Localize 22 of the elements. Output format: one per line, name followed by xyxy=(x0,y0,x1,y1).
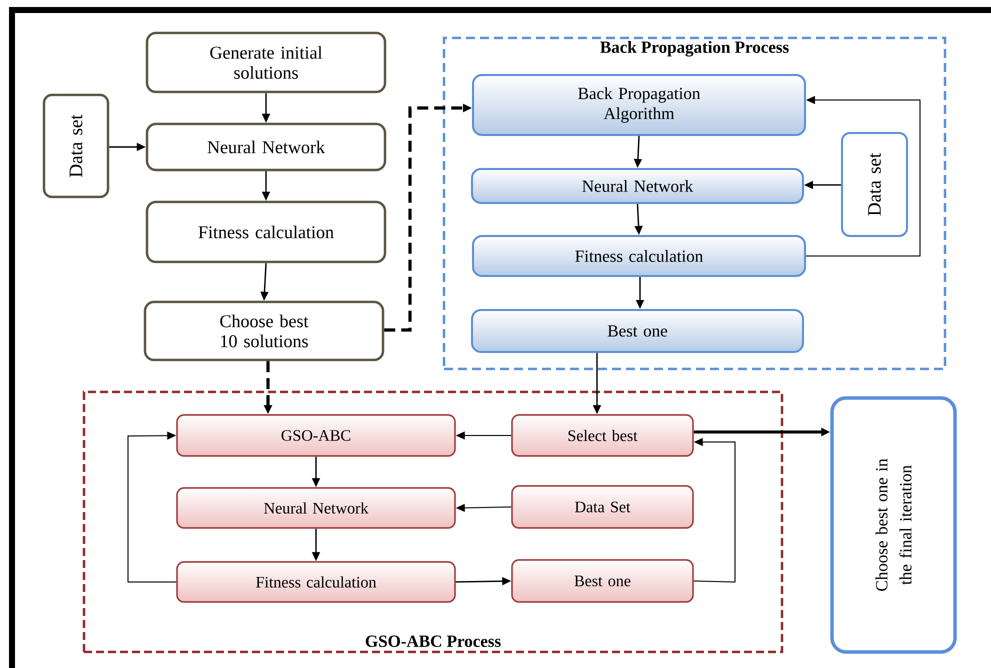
process-box: Generate initial solutions xyxy=(146,32,386,94)
process-box: Best one xyxy=(471,308,804,353)
input-box: Data set xyxy=(42,94,110,198)
process-box: Choose best 10 solutions xyxy=(144,300,384,362)
process-frame xyxy=(442,36,946,370)
process-box: Fitness calculation xyxy=(176,561,456,603)
frame-title: GSO-ABC Process xyxy=(366,636,501,647)
frame-title: Back Propagation Process xyxy=(600,41,789,57)
arrow xyxy=(128,431,177,582)
process-box: Back Propagation Algorithm xyxy=(472,74,806,136)
input-box: Data set xyxy=(841,132,908,237)
process-box: Data Set xyxy=(511,485,694,529)
output-box: Choose best one in the final iteration xyxy=(830,396,957,654)
process-box: Best one xyxy=(511,559,694,603)
process-box: Select best xyxy=(511,414,694,457)
process-box: Neural Network xyxy=(176,487,456,529)
process-box: Fitness calculation xyxy=(146,200,386,264)
process-frame xyxy=(82,390,784,654)
process-box: GSO-ABC xyxy=(176,414,456,457)
process-box: Fitness calculation xyxy=(472,234,806,277)
process-box: Neural Network xyxy=(146,122,386,172)
process-box: Neural Network xyxy=(471,168,804,204)
